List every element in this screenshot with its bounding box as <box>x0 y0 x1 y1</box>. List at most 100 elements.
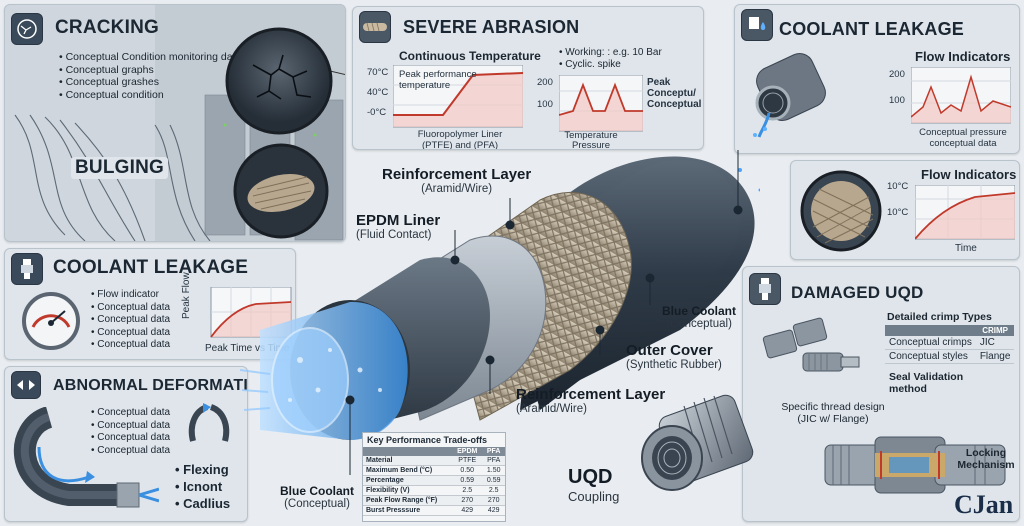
hose-cross-section <box>240 150 760 475</box>
flow-right-tick: 10°C <box>887 181 909 192</box>
pressure-chart <box>559 75 643 132</box>
list-item: Conceptual data <box>91 420 170 433</box>
abrasion-icon <box>359 11 391 43</box>
temperature-chart <box>393 65 523 128</box>
flow-right-xlabel: Time <box>955 243 977 254</box>
blue-coolant-bottom-callout: Blue Coolant (Conceptual) <box>280 484 354 510</box>
uqd-panel: DAMAGED UQD Detailed crimp Types CRIMP C… <box>742 266 1020 522</box>
peak-flow-ylabel: Peak Flow <box>181 272 192 319</box>
deformation-title: ABNORMAL DEFORMATION <box>53 377 248 394</box>
pressure-tick: 100 <box>537 99 553 110</box>
coolant-left-panel: COOLANT LEAKAGE Flow indicator Conceptua… <box>4 248 296 360</box>
cracking-icon <box>11 13 43 45</box>
list-item: Conceptual data <box>91 339 170 352</box>
list-item: Conceptual data <box>91 327 170 340</box>
column-header <box>363 447 453 456</box>
coolant-left-bullets: Flow indicator Conceptual data Conceptua… <box>91 289 170 352</box>
list-item: • Cadlius <box>175 496 231 511</box>
cracking-bullets: Conceptual Condition monitoring data Con… <box>59 51 242 102</box>
column-header: EPDM <box>452 447 483 456</box>
flow-right-tick: 10°C <box>887 207 909 218</box>
deformation-terms: • Flexing • Icnont • Cadlius <box>175 461 230 512</box>
flow-right-title: Flow Indicators <box>921 167 1017 182</box>
list-item: Conceptual data <box>91 314 170 327</box>
temp-chart-title: Continuous Temperature <box>399 49 541 63</box>
uqd-icon <box>749 273 781 305</box>
temp-annotation: Peak performance temperature <box>399 69 477 91</box>
bulging-title: BULGING <box>71 157 169 179</box>
connector-drip-icon <box>741 9 773 41</box>
peak-flow-xlabel: Peak Time vs Time <box>205 343 290 354</box>
uqd-title: DAMAGED UQD <box>791 283 924 302</box>
thread-design-label: Specific thread design (JIC w/ Flange) <box>781 401 885 425</box>
flow-time-chart <box>915 185 1015 240</box>
flow-tick: 200 <box>889 69 905 80</box>
cracking-title: CRACKING <box>55 17 159 38</box>
reinforcement-top-callout: Reinforcement Layer (Aramid/Wire) <box>382 166 532 195</box>
column-header: PFA <box>482 447 505 456</box>
coolant-right-panel: COOLANT LEAKAGE Flow Indicators 200 100 … <box>734 4 1020 154</box>
uqd-coupling-icon <box>641 394 754 491</box>
tradeoff-title: Key Performance Trade-offs <box>367 435 488 445</box>
leaking-fitting-icon <box>753 53 826 138</box>
deformation-panel: ABNORMAL DEFORMATION Conceptual data Con… <box>4 366 248 522</box>
list-item: Flow indicator <box>91 289 170 302</box>
list-item: • Icnont <box>175 479 223 494</box>
bent-hose-icon <box>13 407 159 508</box>
pressure-tick: 200 <box>537 77 553 88</box>
list-item: Conceptual graphs <box>59 64 241 77</box>
crimp-header: CRIMP <box>975 325 1015 336</box>
pressure-peak-label: Peak Conceptu/ Conceptual <box>647 77 702 110</box>
coolant-right-title: COOLANT LEAKAGE <box>779 19 964 39</box>
list-item: Working: : e.g. 10 Bar <box>559 47 662 59</box>
list-item: Conceptual Condition monitoring data <box>59 51 242 64</box>
deformation-icon <box>11 371 41 399</box>
list-item: Conceptual data <box>91 432 170 445</box>
braided-zoom-icon <box>800 170 882 252</box>
list-item: Conceptual data <box>91 302 170 315</box>
list-item: Conceptual grashes <box>59 76 241 89</box>
flow-chart <box>911 67 1011 124</box>
cracking-panel: CRACKING Conceptual Condition monitoring… <box>4 4 346 242</box>
outer-cover-callout: Outer Cover (Synthetic Rubber) <box>626 342 722 371</box>
temp-tick: -0°C <box>367 107 387 118</box>
flow-caption: Conceptual pressure conceptual data <box>919 127 1007 149</box>
list-item: • Flexing <box>175 462 229 477</box>
reinforcement-bottom-callout: Reinforcement Layer (Aramid/Wire) <box>516 386 666 415</box>
list-item: Conceptual data <box>91 445 170 458</box>
cutaway-connector-icon <box>824 436 1006 494</box>
temp-tick: 70°C <box>367 67 389 78</box>
brand-logo: CJan <box>954 490 1014 519</box>
pressure-gauge-icon <box>22 292 80 350</box>
temp-caption: Fluoropolymer Liner (PTFE) and (PFA) <box>417 129 503 150</box>
seal-validation-label: Seal Validation method <box>889 371 964 395</box>
crimp-title: Detailed crimp Types <box>887 311 992 323</box>
list-item: Conceptual data <box>91 407 170 420</box>
blue-coolant-right-callout: Blue Coolant (Conceptual) <box>662 304 736 330</box>
temp-tick: 40°C <box>367 87 389 98</box>
list-item: Conceptual condition <box>59 89 241 102</box>
pressure-caption: Temperature Pressure <box>564 130 618 150</box>
flow-indicators-title: Flow Indicators <box>915 49 1011 64</box>
list-item: Cyclic. spike <box>559 59 662 71</box>
epdm-callout: EPDM Liner (Fluid Contact) <box>356 212 441 241</box>
bulging-zoom-icon <box>233 143 329 239</box>
crack-zoom-icon <box>225 27 333 135</box>
pressure-notes: Working: : e.g. 10 Bar Cyclic. spike <box>559 47 662 71</box>
abrasion-panel: SEVERE ABRASION Continuous Temperature 7… <box>352 6 704 150</box>
connector-icon <box>11 253 43 285</box>
uqd-coupling-callout: UQD Coupling <box>568 466 620 504</box>
locking-mechanism-label: Locking Mechanism <box>957 447 1015 471</box>
flow-tick: 100 <box>889 95 905 106</box>
abrasion-title: SEVERE ABRASION <box>403 17 580 37</box>
